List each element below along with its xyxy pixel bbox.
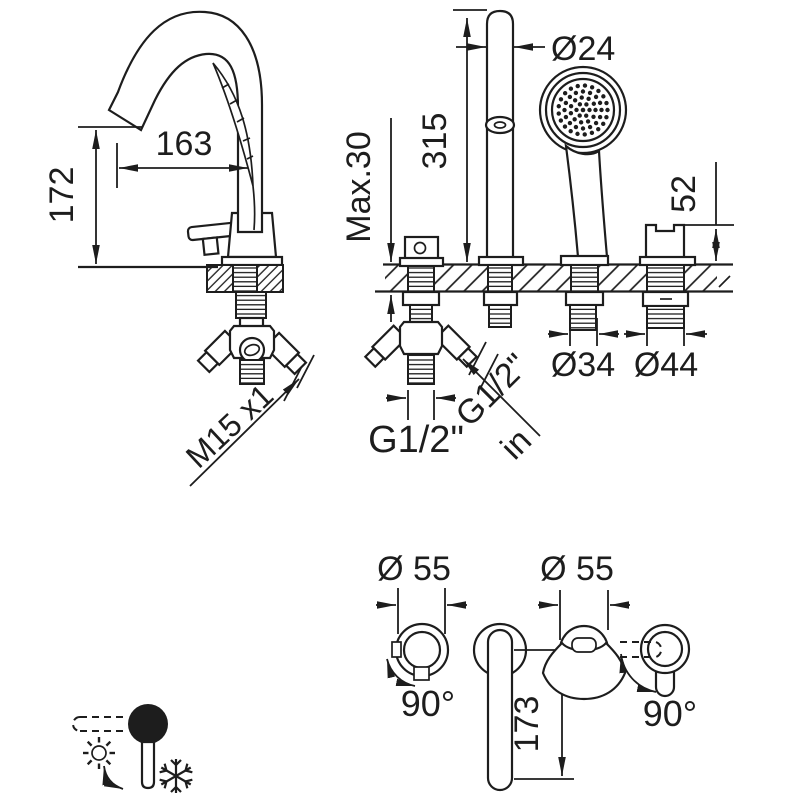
installation-view: 315 Ø24 Max.30 52 Ø34 Ø44 G1/2" G1/2" in	[340, 9, 734, 467]
top-view: 90° Ø 55 173 Ø 55	[376, 550, 697, 792]
dim-knob-height-label: 52	[665, 175, 703, 213]
temperature-legend	[72, 704, 195, 795]
dim-reach-label: 163	[156, 125, 213, 163]
shower-shank	[559, 254, 610, 331]
spout-tube	[107, 10, 264, 234]
diverter-valve	[363, 235, 479, 385]
hand-shower	[538, 65, 628, 259]
snowflake-icon	[157, 757, 195, 795]
shower-pillar	[485, 9, 515, 265]
spout-top-view	[472, 622, 528, 792]
dim-shower-hole-label: Ø34	[551, 346, 615, 384]
shower-top-view	[541, 623, 691, 701]
rotate-arrow-icon	[102, 765, 124, 790]
handle-knob	[638, 223, 697, 329]
dim-outlet-thread-label: G1/2"	[368, 419, 464, 461]
pillar-shank	[477, 255, 525, 328]
side-view: 172 163 M15 x1	[43, 10, 315, 487]
mixer-knob-icon	[128, 704, 168, 744]
dim-height-label: 172	[43, 167, 81, 224]
dim-pillar-height-label: 315	[416, 113, 454, 170]
spout-valve	[196, 324, 308, 385]
dim-handle-swivel-label: 90°	[401, 683, 455, 724]
dim-pillar-diameter-label: Ø24	[551, 30, 615, 68]
dim-handle-escutcheon-label: Ø 55	[377, 550, 451, 588]
knob-top-view	[391, 622, 450, 681]
sun-icon	[83, 737, 115, 769]
thread-label: M15 x1	[179, 377, 280, 475]
dim-handle-hole-label: Ø44	[634, 346, 698, 384]
dim-shower-swivel-label: 90°	[643, 693, 697, 734]
dim-deck-thickness-label: Max.30	[340, 131, 378, 243]
dim-shower-escutcheon-label: Ø 55	[540, 550, 614, 588]
dim-spout-reach-label: 173	[508, 696, 546, 753]
